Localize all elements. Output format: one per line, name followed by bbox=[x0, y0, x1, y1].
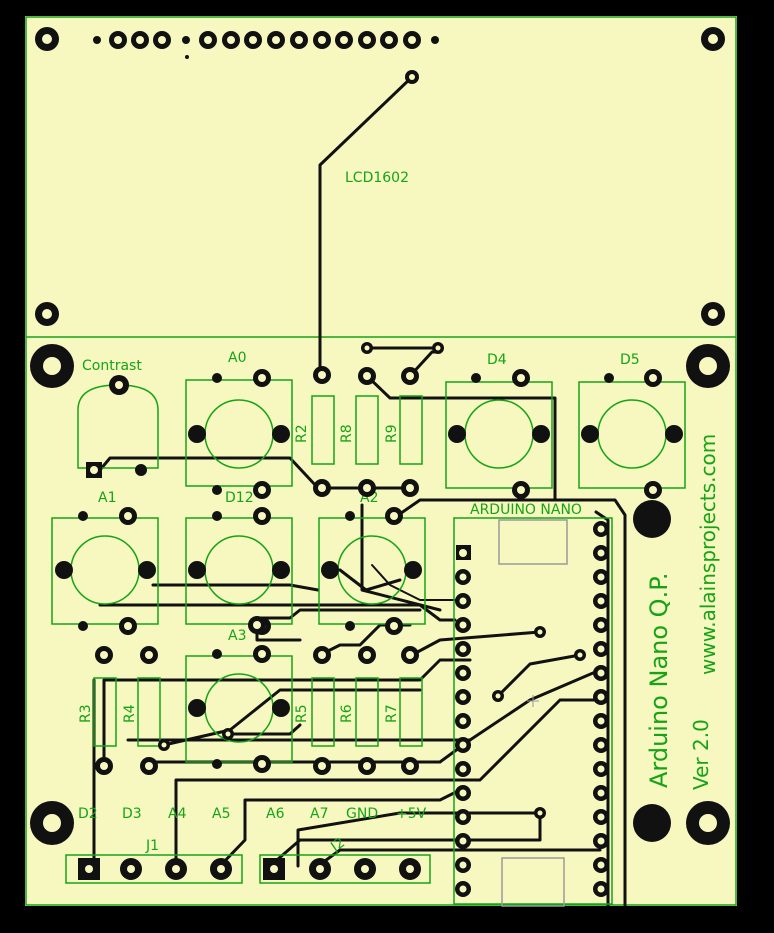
contrast-trimpot: Contrast bbox=[77, 358, 159, 478]
resistor-r9: R9 bbox=[384, 367, 423, 497]
svg-text:A4: A4 bbox=[168, 806, 187, 822]
svg-text:R3: R3 bbox=[78, 704, 94, 723]
button-a3: A3 bbox=[185, 628, 293, 773]
svg-text:GND: GND bbox=[346, 806, 378, 822]
svg-text:R7: R7 bbox=[384, 704, 400, 723]
mounting-hole-mid-left bbox=[30, 344, 74, 388]
label-lcd: LCD1602 bbox=[345, 170, 409, 186]
mounting-hole-mid-right bbox=[686, 344, 730, 388]
lcd-header bbox=[93, 31, 439, 59]
svg-text:A3: A3 bbox=[228, 628, 246, 644]
svg-text:R9: R9 bbox=[384, 424, 400, 443]
svg-text:R4: R4 bbox=[122, 704, 138, 723]
svg-text:J1: J1 bbox=[145, 838, 159, 854]
button-a1: A1 bbox=[51, 490, 159, 635]
board-version: Ver 2.0 bbox=[689, 719, 713, 790]
button-d12: D12 bbox=[185, 490, 293, 635]
mounting-hole-lcd-bottom-left bbox=[35, 302, 59, 326]
mounting-hole-nano-bottom bbox=[633, 804, 671, 842]
svg-text:D5: D5 bbox=[620, 352, 640, 368]
svg-text:R2: R2 bbox=[294, 424, 310, 443]
resistor-r3: R3 bbox=[78, 646, 117, 775]
button-d5: D5 bbox=[578, 352, 686, 499]
svg-text:R6: R6 bbox=[339, 704, 355, 723]
label-contrast: Contrast bbox=[82, 358, 142, 374]
svg-text:R8: R8 bbox=[339, 424, 355, 443]
copper-traces bbox=[92, 70, 627, 907]
mounting-hole-lcd-bottom-right bbox=[701, 302, 725, 326]
svg-text:D4: D4 bbox=[487, 352, 507, 368]
svg-text:A5: A5 bbox=[212, 806, 230, 822]
svg-text:A1: A1 bbox=[98, 490, 116, 506]
svg-text:D12: D12 bbox=[225, 490, 254, 506]
svg-text:A6: A6 bbox=[266, 806, 285, 822]
resistor-r8: R8 bbox=[339, 367, 379, 497]
label-arduino-nano: ARDUINO NANO bbox=[470, 502, 582, 518]
resistor-r7: R7 bbox=[384, 646, 423, 775]
connector-pin-labels: D2 D3 A4 A5 A6 A7 GND +5V bbox=[78, 806, 427, 822]
svg-text:R5: R5 bbox=[294, 704, 310, 723]
svg-text:A0: A0 bbox=[228, 350, 246, 366]
connector-j1: J1 bbox=[65, 838, 243, 884]
resistor-r6: R6 bbox=[339, 646, 379, 775]
board-substrate bbox=[25, 16, 737, 906]
nano-pins-left bbox=[455, 545, 471, 897]
board-url: www.alainsprojects.com bbox=[696, 434, 720, 675]
usb-outline-bottom bbox=[501, 857, 565, 907]
arduino-nano-footprint: ARDUINO NANO bbox=[453, 502, 613, 907]
mounting-hole-bottom-left bbox=[30, 801, 74, 845]
resistor-r4: R4 bbox=[122, 646, 161, 775]
usb-outline-top bbox=[498, 519, 568, 565]
mounting-holes bbox=[30, 27, 730, 845]
board-outline bbox=[25, 16, 737, 906]
svg-text:+5V: +5V bbox=[396, 806, 427, 822]
mounting-hole-top-right bbox=[701, 27, 725, 51]
board-title: Arduino Nano Q.P. bbox=[645, 572, 673, 788]
svg-text:A7: A7 bbox=[310, 806, 328, 822]
mounting-hole-nano bbox=[633, 500, 671, 538]
button-a2: A2 bbox=[318, 490, 426, 635]
mounting-hole-top-left bbox=[35, 27, 59, 51]
svg-text:D2: D2 bbox=[78, 806, 98, 822]
resistor-r5: R5 bbox=[294, 646, 335, 775]
svg-text:D3: D3 bbox=[122, 806, 142, 822]
connector-j2: J2 bbox=[259, 835, 431, 884]
resistor-r2: R2 bbox=[294, 366, 335, 497]
button-a0: A0 bbox=[185, 350, 293, 499]
mounting-hole-bottom-right bbox=[686, 801, 730, 845]
nano-pins-right bbox=[593, 521, 609, 897]
button-d4: D4 bbox=[445, 352, 553, 499]
